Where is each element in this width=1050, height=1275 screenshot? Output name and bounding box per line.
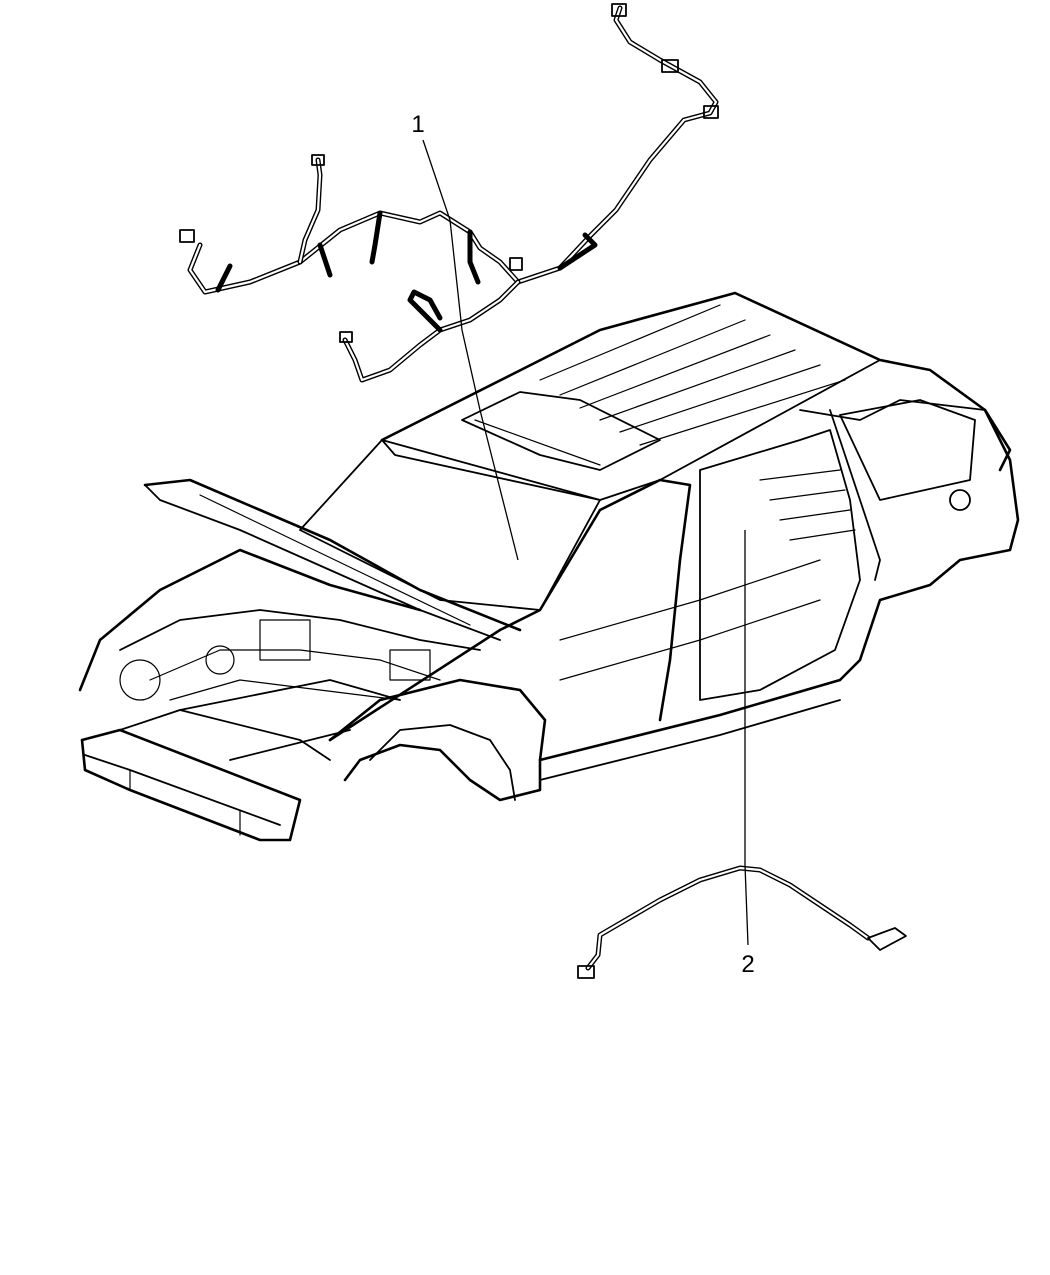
vehicle-body xyxy=(78,291,1020,842)
leader-lines xyxy=(422,139,749,946)
lower-wiring-harness[interactable] xyxy=(577,865,907,979)
leader-item-1 xyxy=(422,139,519,561)
upper-wiring-harness[interactable] xyxy=(179,3,719,383)
callout-2: 2 xyxy=(741,951,754,978)
callout-1: 1 xyxy=(411,111,424,138)
leader-item-2-stem xyxy=(744,864,749,946)
